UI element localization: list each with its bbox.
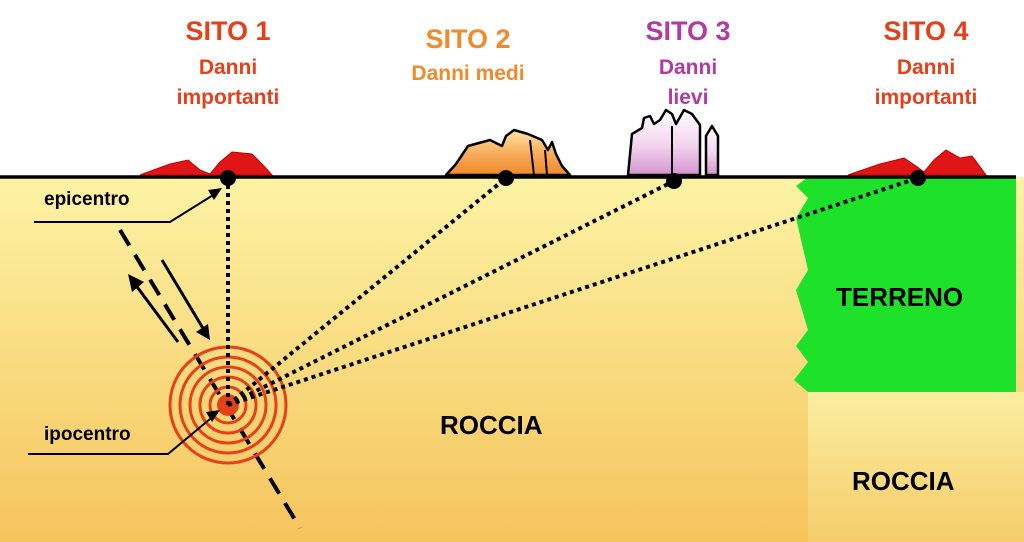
- site1-desc-line2: importanti: [176, 86, 280, 109]
- site2-label: SITO 2: [425, 24, 511, 54]
- rock-layer-right: [808, 392, 1024, 542]
- fault-line: [118, 228, 302, 530]
- roccia-left-label: ROCCIA: [440, 410, 543, 440]
- fault-slip-arrow-up: [133, 283, 180, 343]
- site3-point: [666, 173, 682, 189]
- ipocentro-leader-arrowhead: [206, 410, 220, 422]
- fault-slip-arrowhead-up: [128, 274, 144, 292]
- site4-label: SITO 4: [883, 16, 969, 46]
- site2-crack: [544, 149, 548, 176]
- terrain-layer: [794, 177, 1016, 392]
- site1-rubble-icon: [139, 151, 274, 176]
- site2-building-icon: [444, 128, 572, 177]
- seismic-rays: [226, 176, 919, 407]
- site4-rubble-icon: [847, 149, 987, 176]
- ipocentro-leader: [28, 413, 217, 455]
- site1-point: [220, 170, 236, 186]
- fault-slip-arrow-down: [160, 259, 206, 331]
- epicentro-leader: [34, 191, 219, 223]
- site3-tower-icon: [704, 124, 720, 177]
- site3-desc-line2: lievi: [667, 86, 709, 109]
- site4-desc-line1: Danni: [896, 56, 956, 79]
- site3-label: SITO 3: [645, 16, 731, 46]
- site1-desc-line1: Danni: [198, 56, 258, 79]
- site2-desc-line1: Danni medi: [411, 62, 525, 85]
- fault-slip-arrowhead-down: [196, 324, 210, 340]
- site1-label: SITO 1: [185, 16, 271, 46]
- ipocentro-label: ipocentro: [44, 424, 131, 445]
- roccia-right-label: ROCCIA: [852, 466, 955, 496]
- epicentro-leader-arrowhead: [208, 188, 222, 200]
- site4-desc-line2: importanti: [874, 86, 978, 109]
- site2-crack: [529, 139, 535, 176]
- epicentro-label: epicentro: [44, 189, 130, 210]
- site2-point: [498, 170, 514, 186]
- site4-point: [910, 170, 926, 186]
- terreno-label: TERRENO: [836, 282, 964, 312]
- site3-building-icon: [626, 108, 702, 177]
- site3-desc-line1: Danni: [658, 56, 718, 79]
